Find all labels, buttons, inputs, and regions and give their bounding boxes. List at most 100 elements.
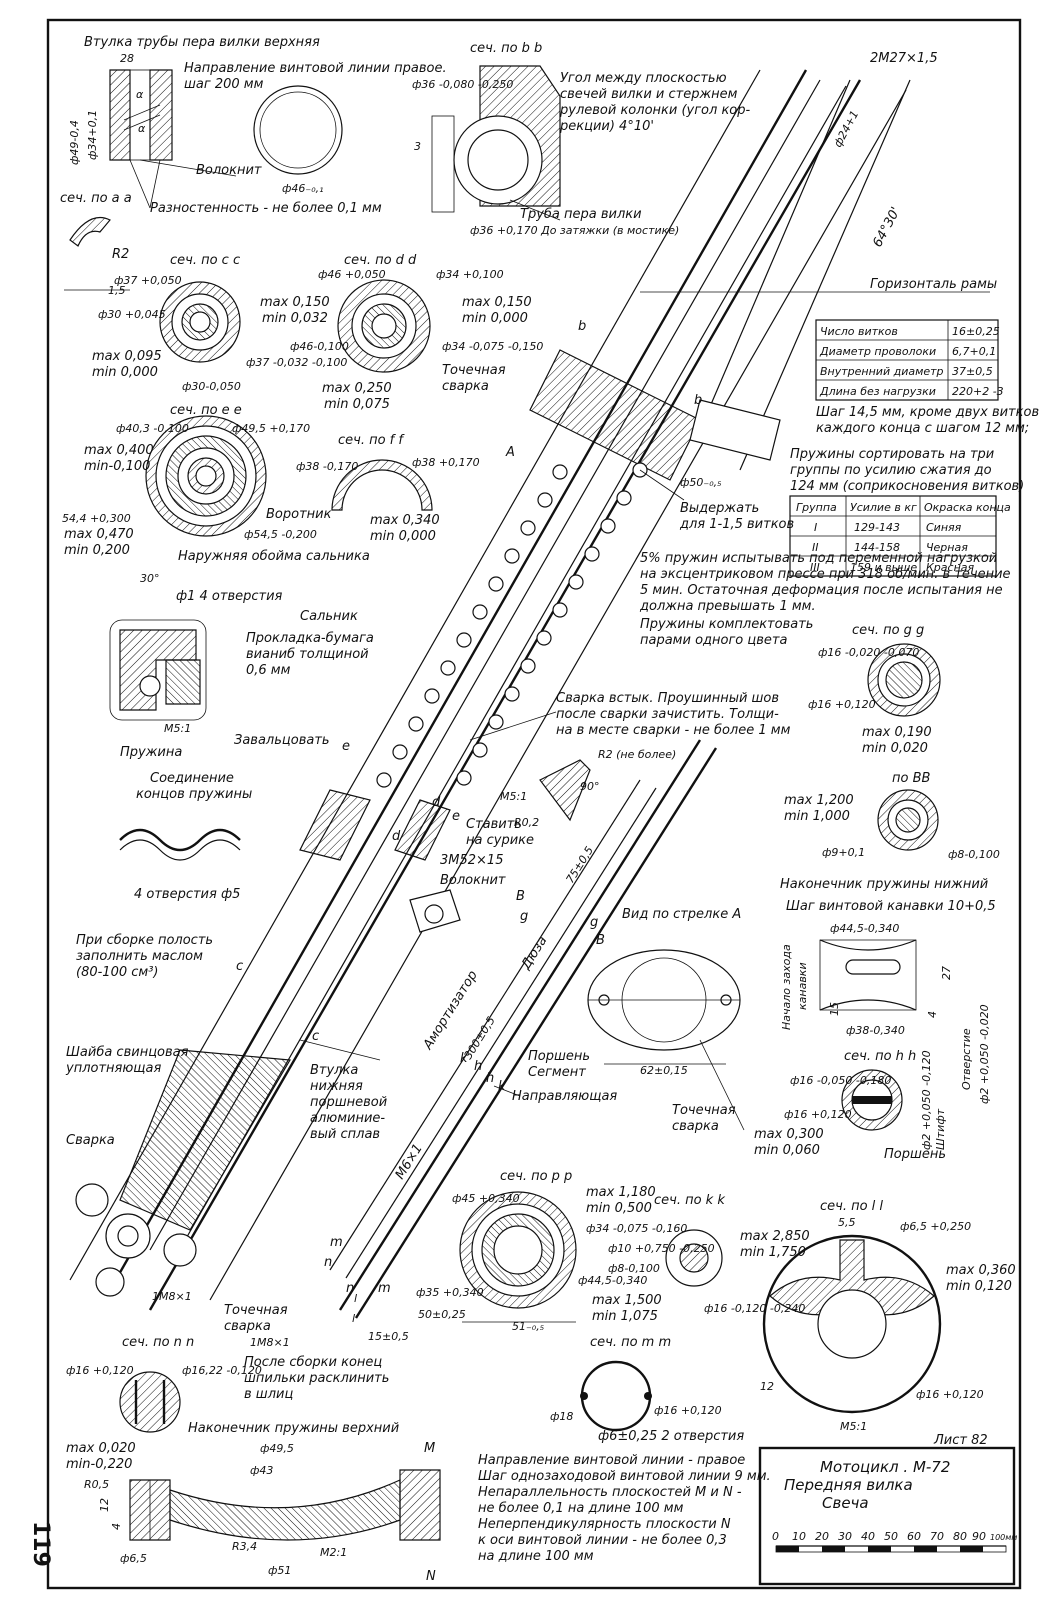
label-m5-1: М5:1	[164, 722, 191, 735]
dim-min0200: min 0,200	[64, 543, 130, 558]
fork-assembly: b b A e e c c d d	[69, 69, 911, 1311]
label-spot-weld2-2: сварка	[672, 1119, 719, 1134]
svg-text:c: c	[236, 959, 243, 974]
label-letter-M: М	[424, 1441, 435, 1456]
spring-row-2-name: Диаметр проволоки	[819, 345, 936, 358]
view-a-flange: 62±0,15 Точечная сварка	[587, 949, 741, 1134]
label-angle-note-1: Угол между плоскостью	[560, 71, 727, 86]
group-header-2: Усилие в кг	[850, 501, 917, 514]
label-spring-ends-2: концов пружины	[136, 787, 252, 802]
scale-bar: 0 10 20 30 40 50 60 70 80 90 100мм	[772, 1530, 1017, 1553]
label-thread-3m52: 3М52×15	[440, 853, 503, 868]
svg-text:B: B	[596, 933, 605, 948]
group-r2c2: 144-158	[854, 541, 900, 554]
dim-phi37b: ф37 -0,032 -0,100	[246, 356, 347, 369]
label-final-note-2: Шаг однозаходовой винтовой линии 9 мм.	[478, 1469, 771, 1484]
label-sec-BB: по ВВ	[892, 771, 931, 786]
dim-min0000-d: min 0,000	[462, 311, 528, 326]
label-helix-dir: Направление винтовой линии правое.	[184, 61, 447, 76]
dim-phi18: ф18	[550, 1410, 573, 1423]
section-pp: сеч. по р р ф45 +0,340 max 1,180 min 0,5…	[416, 1169, 715, 1333]
label-spring-pitch-1: Шаг 14,5 мм, кроме двух витков с	[816, 405, 1040, 420]
section-dd: сеч. по d d ф46 +0,050 ф34 +0,100 max 0,…	[290, 253, 543, 412]
dim-phi1622: ф16,22 -0,120	[182, 1364, 262, 1377]
dim-phi34d: ф34 +0,100	[436, 268, 504, 281]
label-angle-note-3: рулевой колонки (угол кор-	[559, 103, 750, 118]
svg-text:m: m	[378, 1281, 391, 1296]
label-lower-tip: Наконечник пружины нижний	[780, 877, 988, 892]
label-outer-seal: Наружняя обойма сальника	[178, 549, 370, 564]
label-install-minium-1: Ставить	[466, 817, 522, 832]
label-sec-ll: сеч. по l l	[820, 1199, 883, 1214]
scale-tick-30: 30	[838, 1530, 852, 1543]
label-sec-cc: сеч. по с с	[170, 253, 240, 268]
label-test-3: 5 мин. Остаточная деформация после испыт…	[640, 583, 1003, 598]
group-table: Группа Усилие в кг Окраска конца I 129-1…	[789, 495, 1011, 577]
label-piston2: Поршень	[884, 1147, 946, 1162]
label-r2: R2	[112, 247, 129, 262]
svg-text:A: A	[505, 445, 515, 460]
label-final-note-7: на длине 100 мм	[478, 1549, 594, 1564]
label-thread-m8b: 1М8×1	[250, 1336, 290, 1349]
dim-max0190: max 0,190	[862, 725, 932, 740]
spring-row-1-value: 16±0,25	[952, 325, 1000, 338]
group-header-3: Окраска конца	[924, 501, 1011, 514]
scale-tick-90: 90	[972, 1530, 986, 1543]
label-m2-1: М2:1	[320, 1546, 347, 1559]
label-spring-pitch-2: каждого конца с шагом 12 мм;	[816, 421, 1029, 436]
title-assembly: Передняя вилка	[784, 1476, 913, 1494]
dim-phi37: ф37 +0,050	[114, 274, 182, 287]
svg-text:g: g	[520, 909, 528, 924]
label-hold-1: Выдержать	[680, 501, 759, 516]
label-phi1-holes: ф1 4 отверстия	[176, 589, 283, 604]
dim-27: 27	[940, 966, 953, 980]
svg-text:B: B	[516, 889, 525, 904]
label-piston-1: Поршень	[528, 1049, 590, 1064]
label-sec-ff: сеч. по f f	[338, 433, 405, 448]
dim-max1200: max 1,200	[784, 793, 854, 808]
label-groove-start-2: канавки	[796, 962, 809, 1010]
label-helix-step: шаг 200 мм	[184, 77, 264, 92]
label-after-assembly-2: шпильки расклинить	[244, 1371, 389, 1386]
label-r34: R3,4	[232, 1540, 257, 1553]
dim-phi34: ф34+0,1	[86, 110, 99, 160]
svg-text:m: m	[330, 1235, 343, 1250]
dim-max0470: max 0,470	[64, 527, 134, 542]
dim-phi30: ф30 +0,045	[98, 308, 166, 321]
label-bush-lower-2: нижняя	[310, 1079, 363, 1094]
label-final-note-4: не более 0,1 на длине 100 мм	[478, 1501, 684, 1516]
dim-phi46d: ф46 +0,050	[318, 268, 386, 281]
dim-phi65b: ф6,5	[120, 1552, 147, 1565]
label-sec-kk: сеч. по k k	[654, 1193, 725, 1208]
svg-text:b: b	[578, 319, 586, 334]
label-final-note-3: Непараллельность плоскостей М и N -	[478, 1485, 742, 1500]
dim-min0000-f: min 0,000	[370, 529, 436, 544]
spring-coils	[376, 462, 648, 788]
label-bush-lower-4: алюминие-	[310, 1111, 385, 1126]
dim-phi35: ф35 +0,340	[416, 1286, 484, 1299]
dim-phi16n: ф16 +0,120	[66, 1364, 134, 1377]
dim-max0150-c: max 0,150	[260, 295, 330, 310]
dim-phi16g2: ф16 +0,120	[808, 698, 876, 711]
dim-phi45: ф45 +0,340	[452, 1192, 520, 1205]
label-sort-1: Пружины сортировать на три	[790, 447, 994, 462]
label-spring-ends-1: Соединение	[150, 771, 234, 786]
svg-text:α: α	[138, 122, 146, 135]
section-cc: сеч. по с с ф37 +0,050 ф30 +0,045 max 0,…	[92, 253, 347, 393]
label-pairs-1: Пружины комплектовать	[640, 617, 813, 632]
dim-phi38b: ф38 +0,170	[412, 456, 480, 469]
dim-12: 12	[760, 1380, 774, 1393]
svg-text:l: l	[352, 1312, 355, 1325]
label-sec-bb: сеч. по b b	[470, 41, 542, 56]
label-pairs-2: парами одного цвета	[640, 633, 787, 648]
section-gg: сеч. по g g ф16 -0,020 -0,070 ф16 +0,120…	[808, 623, 941, 756]
section-ff: сеч. по f f ф38 -0,170 ф38 +0,170 max 0,…	[296, 433, 480, 544]
label-test-1: 5% пружин испытывать под переменной нагр…	[640, 551, 997, 566]
dim-phi49: ф49-0,4	[68, 120, 81, 165]
section-mm: сеч. по m m ф18 ф16 +0,120 ф6±0,25 2 отв…	[550, 1335, 744, 1444]
label-spot-weld-2: сварка	[442, 379, 489, 394]
label-spot-weld: Точечная	[442, 363, 506, 378]
dim-15: 15±0,5	[368, 1330, 409, 1343]
scale-tick-0: 0	[772, 1530, 779, 1543]
label-roll-in: Завальцовать	[234, 733, 330, 748]
